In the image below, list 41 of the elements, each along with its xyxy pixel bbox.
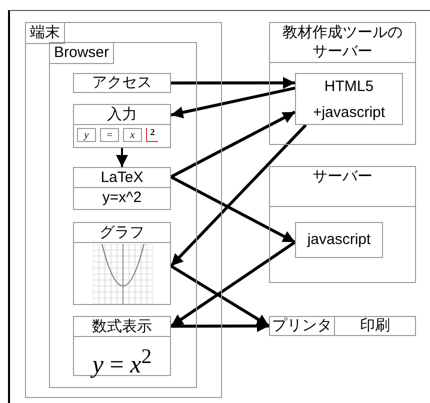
- server-box: [269, 166, 416, 283]
- node-label: HTML5: [323, 77, 375, 97]
- process-box: [295, 73, 403, 125]
- process-box: [295, 222, 383, 258]
- arrow: [170, 86, 296, 118]
- node-label: +javascript: [312, 103, 386, 123]
- arrow: [170, 110, 296, 178]
- process-box: [73, 167, 171, 210]
- node-label: 端末: [26, 23, 65, 44]
- node-label: Browser: [50, 43, 114, 64]
- node-label: 数式表示: [74, 317, 170, 337]
- arrow: [116, 148, 128, 167]
- arrow: [171, 320, 269, 332]
- heading-text: サーバー: [270, 167, 415, 207]
- node-label: アクセス: [91, 74, 153, 92]
- arrow: [170, 240, 296, 328]
- arrow: [170, 264, 270, 328]
- browser-box: [49, 42, 197, 388]
- arrow: [170, 176, 296, 244]
- arrow: [171, 76, 295, 89]
- formula-box: [73, 316, 171, 376]
- printer-box: [269, 316, 416, 336]
- node-label: グラフ: [74, 223, 170, 243]
- input-slot: x: [123, 128, 142, 142]
- process-box: [73, 73, 171, 93]
- node-label: 入力: [74, 105, 170, 125]
- input-slot: y: [77, 128, 96, 142]
- node-label: プリンタ: [270, 316, 336, 336]
- device-box: [25, 22, 222, 398]
- heading-text: 教材作成ツールのサーバー: [270, 23, 415, 63]
- node-label: LaTeX: [74, 168, 170, 188]
- input-box: [73, 104, 171, 148]
- input-slot: =: [100, 128, 119, 142]
- node-label: javascript: [306, 230, 372, 250]
- formula-text: y = x$^{2}$: [89, 343, 153, 380]
- server-box: [269, 22, 416, 145]
- graph-box: [73, 222, 171, 305]
- arrow: [170, 124, 307, 268]
- node-label: y=x^2: [101, 188, 143, 208]
- input-slot: 2: [146, 128, 158, 142]
- node-label: 印刷: [359, 316, 392, 336]
